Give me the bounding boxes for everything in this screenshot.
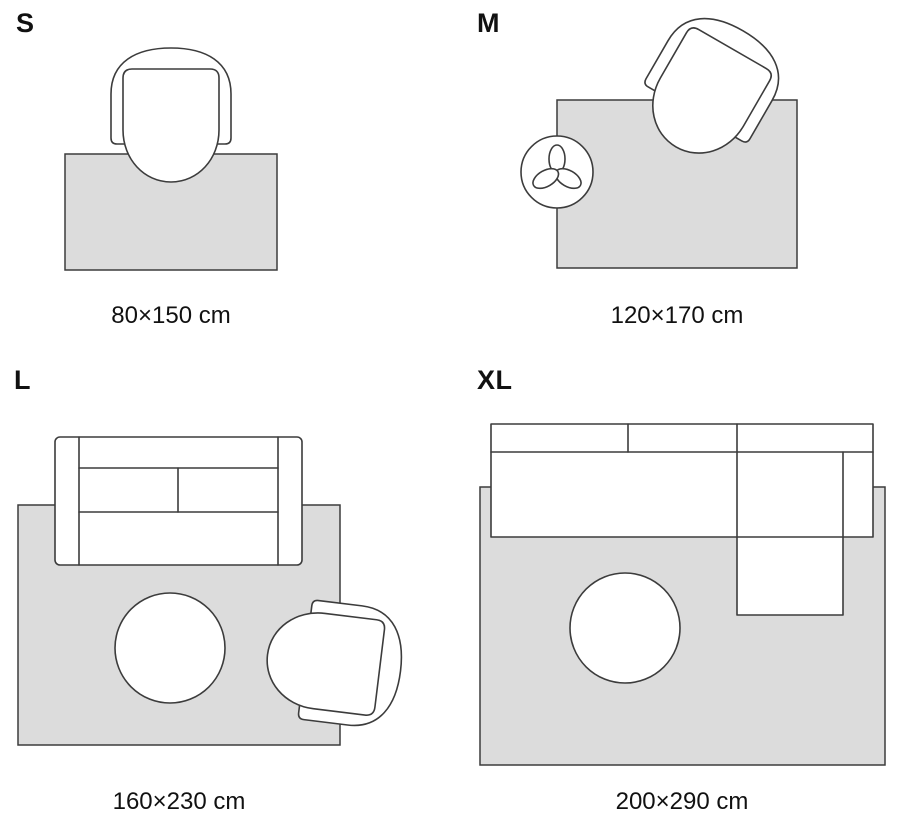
size-label-m: M [477, 8, 500, 38]
plant-leaves [532, 144, 582, 190]
sofa-icon [54, 436, 303, 566]
dimension-caption-s: 80×150 cm [111, 302, 231, 329]
armchair-icon [110, 47, 232, 183]
illustration-xl [479, 423, 886, 766]
rug-s [64, 153, 278, 271]
illustration-l [17, 436, 403, 746]
pouf-icon [569, 572, 681, 684]
plant-icon [520, 135, 594, 209]
size-label-l: L [14, 365, 31, 395]
size-label-xl: XL [477, 365, 513, 395]
dimension-caption-xl: 200×290 cm [615, 788, 749, 815]
illustration-s [64, 47, 278, 271]
dimension-caption-m: 120×170 cm [610, 302, 744, 329]
pouf-icon [114, 592, 226, 704]
armchair-icon [644, 17, 780, 154]
panel-s: S 80×150 cm [0, 0, 450, 350]
size-label-s: S [16, 8, 35, 38]
illustration-m [520, 17, 798, 269]
panel-xl: XL 200×290 cm [450, 350, 900, 840]
corner-sofa-icon [490, 423, 874, 616]
dimension-caption-l: 160×230 cm [112, 788, 246, 815]
panel-m: M 120×170 cm [450, 0, 900, 350]
armchair-icon [266, 599, 403, 727]
panel-l: L 160×230 cm [0, 350, 450, 840]
